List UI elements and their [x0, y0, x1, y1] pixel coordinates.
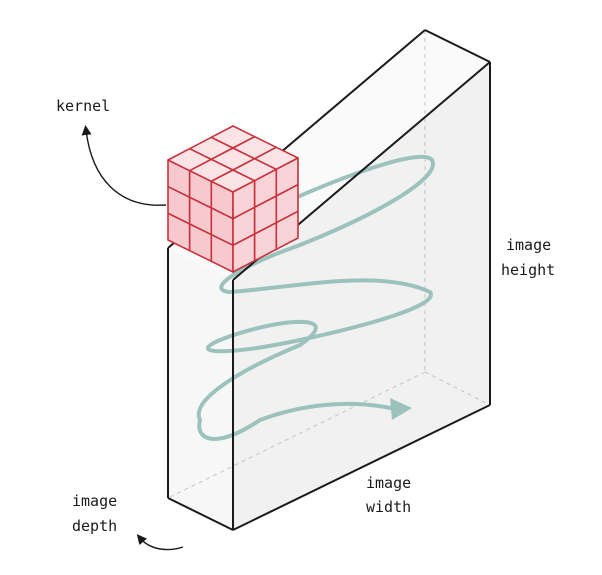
image-volume-left-face	[168, 248, 233, 530]
image-volume	[167, 29, 491, 531]
image-height-label-line1: image	[506, 236, 551, 254]
image-width-label-line2: width	[366, 498, 411, 516]
image-width-label-line1: image	[366, 474, 411, 492]
image-volume-hidden-edges	[167, 30, 491, 499]
annotation-arrows	[81, 125, 184, 551]
depth-pointer-arrow	[136, 534, 184, 551]
image-height-label-line2: height	[501, 261, 555, 279]
image-volume-outline	[167, 29, 491, 531]
image-depth-label-line2: depth	[72, 517, 117, 535]
kernel-sweep-spiral	[196, 154, 435, 441]
spiral-arrowhead	[390, 398, 412, 420]
kernel-cube	[167, 125, 299, 273]
image-depth-label-line1: image	[72, 492, 117, 510]
kernel-side-cell	[275, 210, 299, 251]
kernel-label: kernel	[56, 97, 110, 115]
kernel-pointer-arrow	[81, 125, 167, 206]
